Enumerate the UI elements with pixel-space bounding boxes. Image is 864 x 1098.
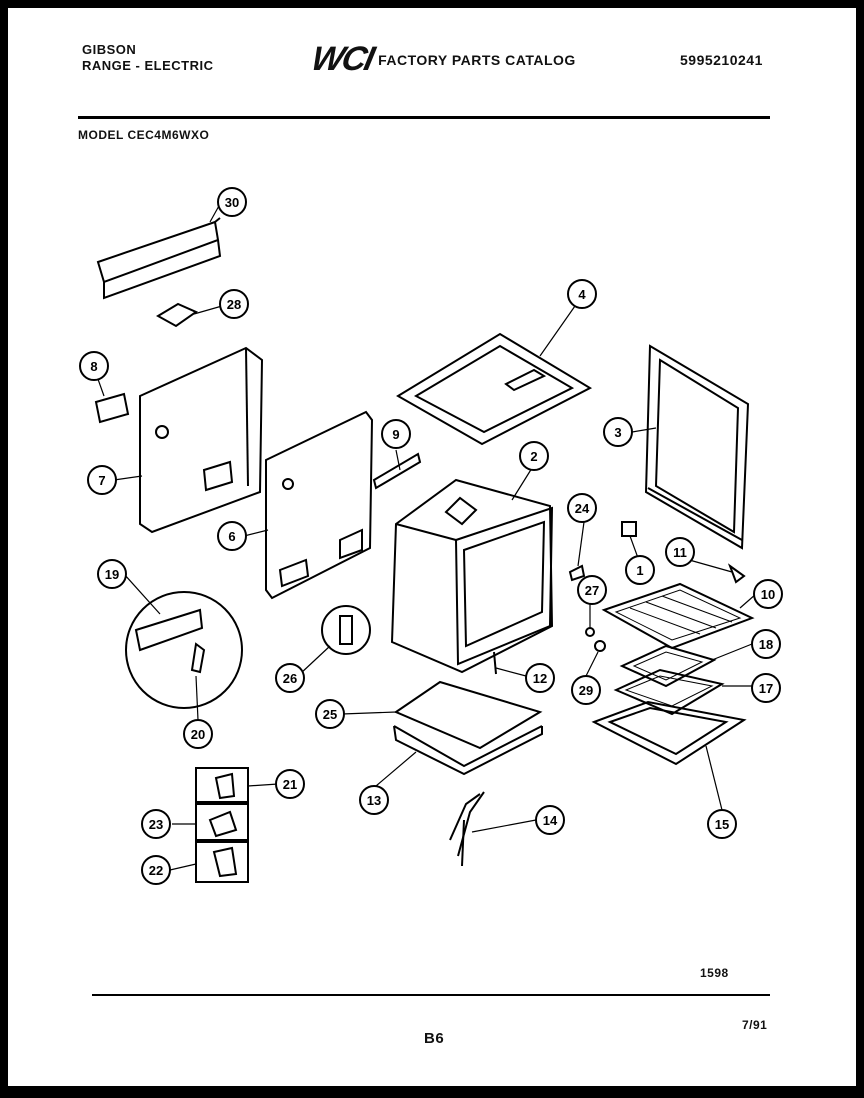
callout-bubble: [315, 699, 345, 729]
callout-bubble: [217, 521, 247, 551]
callout-number: 28: [227, 297, 241, 312]
callout-bubble: [753, 579, 783, 609]
callout-bubble: [625, 555, 655, 585]
callout-number: 20: [191, 727, 205, 742]
callout-bubble: [359, 785, 389, 815]
part-leveler: [493, 651, 497, 675]
callout-number: 18: [759, 637, 773, 652]
part-backguard: [96, 217, 222, 300]
part-side-panel: [265, 410, 374, 600]
callout-bubble: [381, 419, 411, 449]
part-connector-boxes: [195, 767, 249, 883]
callout-number: 30: [225, 195, 239, 210]
callout-number: 4: [578, 287, 586, 302]
brand-name: GIBSON: [82, 42, 137, 57]
callout-number: 2: [530, 449, 537, 464]
page-number: B6: [424, 1030, 445, 1047]
callout-number: 6: [228, 529, 235, 544]
callout-bubble: [141, 855, 171, 885]
callout-bubble: [603, 417, 633, 447]
callout-bubble: [519, 441, 549, 471]
part-drawer-liner: [591, 700, 747, 766]
callout-number: 22: [149, 863, 163, 878]
callout-number: 8: [90, 359, 97, 374]
callout-bubble: [275, 663, 305, 693]
footer-rule: [92, 994, 770, 996]
part-storage-drawer: [393, 680, 543, 750]
callout-number: 27: [585, 583, 599, 598]
brand-block: GIBSON RANGE - ELECTRIC: [82, 42, 214, 74]
callout-number: 26: [283, 671, 297, 686]
detail-circle-terminal: [125, 591, 243, 709]
part-drawer-base: [393, 725, 543, 776]
callout-bubble: [525, 663, 555, 693]
callout-number: 1: [636, 563, 643, 578]
callout-bubble: [751, 629, 781, 659]
callout-bubble: [141, 809, 171, 839]
catalog-part-number: 5995210241: [680, 52, 763, 68]
header-rule: [78, 116, 770, 119]
parts-sheet: [8, 8, 856, 1086]
callout-bubble: [665, 537, 695, 567]
revision-date: 7/91: [742, 1018, 768, 1032]
callout-leaders: [93, 203, 757, 871]
callout-bubble: [535, 805, 565, 835]
callout-number: 3: [614, 425, 621, 440]
callout-number: 23: [149, 817, 163, 832]
part-oven-rack: [601, 582, 755, 650]
callout-bubble: [219, 289, 249, 319]
callout-bubble: [571, 675, 601, 705]
callout-number: 9: [392, 427, 399, 442]
part-bracket: [156, 302, 199, 328]
callout-bubble: [79, 351, 109, 381]
callout-number: 7: [98, 473, 105, 488]
callout-number: 19: [105, 567, 119, 582]
part-bracket-small: [372, 452, 422, 490]
part-cooktop: [396, 332, 593, 446]
callout-bubble: [97, 559, 127, 589]
callout-bubble: [567, 279, 597, 309]
detail-circle-plug: [321, 605, 371, 655]
product-type: RANGE - ELECTRIC: [82, 58, 214, 73]
callout-number: 24: [575, 501, 590, 516]
callout-number: 21: [283, 777, 297, 792]
part-knob: [621, 521, 637, 537]
callout-bubble: [87, 465, 117, 495]
part-broiler-pan: [613, 668, 725, 716]
part-door: [644, 344, 750, 550]
catalog-heading: WCI FACTORY PARTS CATALOG: [308, 40, 576, 79]
callout-number: 14: [543, 813, 558, 828]
part-hinge: [568, 564, 586, 582]
callout-number: 25: [323, 707, 337, 722]
callout-number: 29: [579, 683, 593, 698]
part-clip-pair: [585, 627, 606, 652]
callout-number: 17: [759, 681, 773, 696]
part-cover: [94, 392, 130, 424]
part-clip: [727, 563, 746, 584]
part-element-wires: [449, 791, 485, 867]
diagram-code: 1598: [700, 966, 729, 980]
callout-bubble: [567, 493, 597, 523]
callout-number: 11: [673, 545, 687, 560]
part-oven-body: [390, 478, 554, 674]
callout-number: 12: [533, 671, 547, 686]
callout-number: 13: [367, 793, 381, 808]
callout-bubble: [217, 187, 247, 217]
part-back-panel: [139, 346, 264, 534]
callout-number: 10: [761, 587, 775, 602]
callout-number: 15: [715, 817, 729, 832]
callout-bubble: [577, 575, 607, 605]
callout-bubble: [707, 809, 737, 839]
callout-bubble: [183, 719, 213, 749]
callout-bubble: [751, 673, 781, 703]
catalog-title: FACTORY PARTS CATALOG: [378, 51, 576, 68]
model-number: MODEL CEC4M6WXO: [78, 128, 210, 142]
callout-bubble: [275, 769, 305, 799]
